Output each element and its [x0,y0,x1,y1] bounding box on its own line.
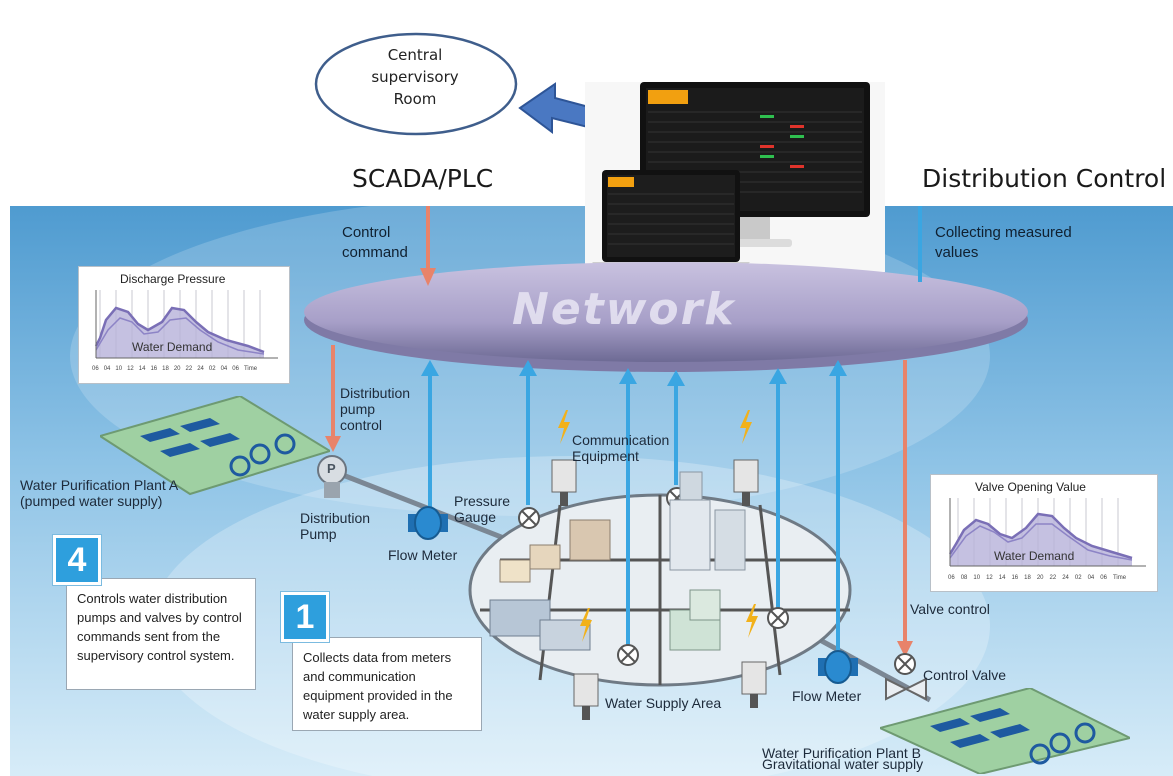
callout-1-number: 1 [281,592,329,642]
flow-meter-left-icon [408,506,448,540]
valve-opening-title: Valve Opening Value [975,480,1086,494]
communication-equipment-label: Communication Equipment [572,432,670,464]
gauge-icon-lower [617,644,639,666]
flow-meter-right-icon [818,650,858,684]
valve-opening-plot [948,498,1146,567]
discharge-water-demand-label: Water Demand [132,340,213,354]
collecting-arrow [918,206,922,282]
valve-water-demand-label: Water Demand [994,549,1075,563]
communication-equipment-cabinet-4 [741,661,767,708]
lightning-icon-1 [558,410,570,444]
scada-plc-title: SCADA/PLC [352,164,494,193]
control-command-arrow [420,206,436,286]
water-supply-area-label: Water Supply Area [605,695,722,711]
callout-1-box: Collects data from meters and communicat… [292,637,482,731]
valve-control-label: Valve control [910,601,990,617]
communication-equipment-cabinet-2 [733,459,759,506]
callout-4-number: 4 [53,535,101,585]
pressure-gauge-icon [518,507,540,529]
distribution-pump-icon [317,455,347,498]
distribution-pump-label: Distribution Pump [300,510,371,542]
supervisory-room-ellipse [314,32,518,136]
control-valve-icon [885,677,927,701]
communication-equipment-cabinet-1 [551,459,577,506]
communication-equipment-cabinet-3 [573,673,599,720]
distribution-control-title: Distribution Control [922,164,1167,193]
control-valve-gauge-icon [894,653,916,675]
collecting-label: Collecting measured values [935,224,1072,261]
callout-4-text: Controls water distribution pumps and va… [77,591,242,663]
plant-a-label: Water Purification Plant A (pumped water… [20,477,179,509]
distribution-pump-control-label: Distribution pump control [340,385,411,433]
pressure-gauge-label: Pressure Gauge [454,493,511,525]
pump-symbol-label: P [327,461,336,476]
lightning-icon-2 [740,410,752,444]
lightning-icon-4 [746,604,758,638]
control-command-label: Control command [342,224,408,261]
flow-meter-right-label: Flow Meter [792,688,862,704]
city-buildings [489,471,746,651]
gauge-icon-right [767,607,789,629]
flow-meter-left-label: Flow Meter [388,547,458,563]
discharge-pressure-title: Discharge Pressure [120,272,226,286]
callout-4-box: Controls water distribution pumps and va… [66,578,256,690]
network-disc [304,262,1028,372]
supervisory-room-label: Central supervisory Room [371,46,459,108]
network-label: Network [512,284,736,335]
discharge-pressure-plot [94,290,278,359]
plant-b-label: Water Purification Plant B Gravitational… [762,745,924,772]
plant-b-illustration [880,688,1130,774]
plant-a-illustration [100,396,330,496]
control-valve-label: Control Valve [923,667,1007,683]
lightning-icon-3 [580,608,592,642]
callout-1-text: Collects data from meters and communicat… [303,650,453,722]
